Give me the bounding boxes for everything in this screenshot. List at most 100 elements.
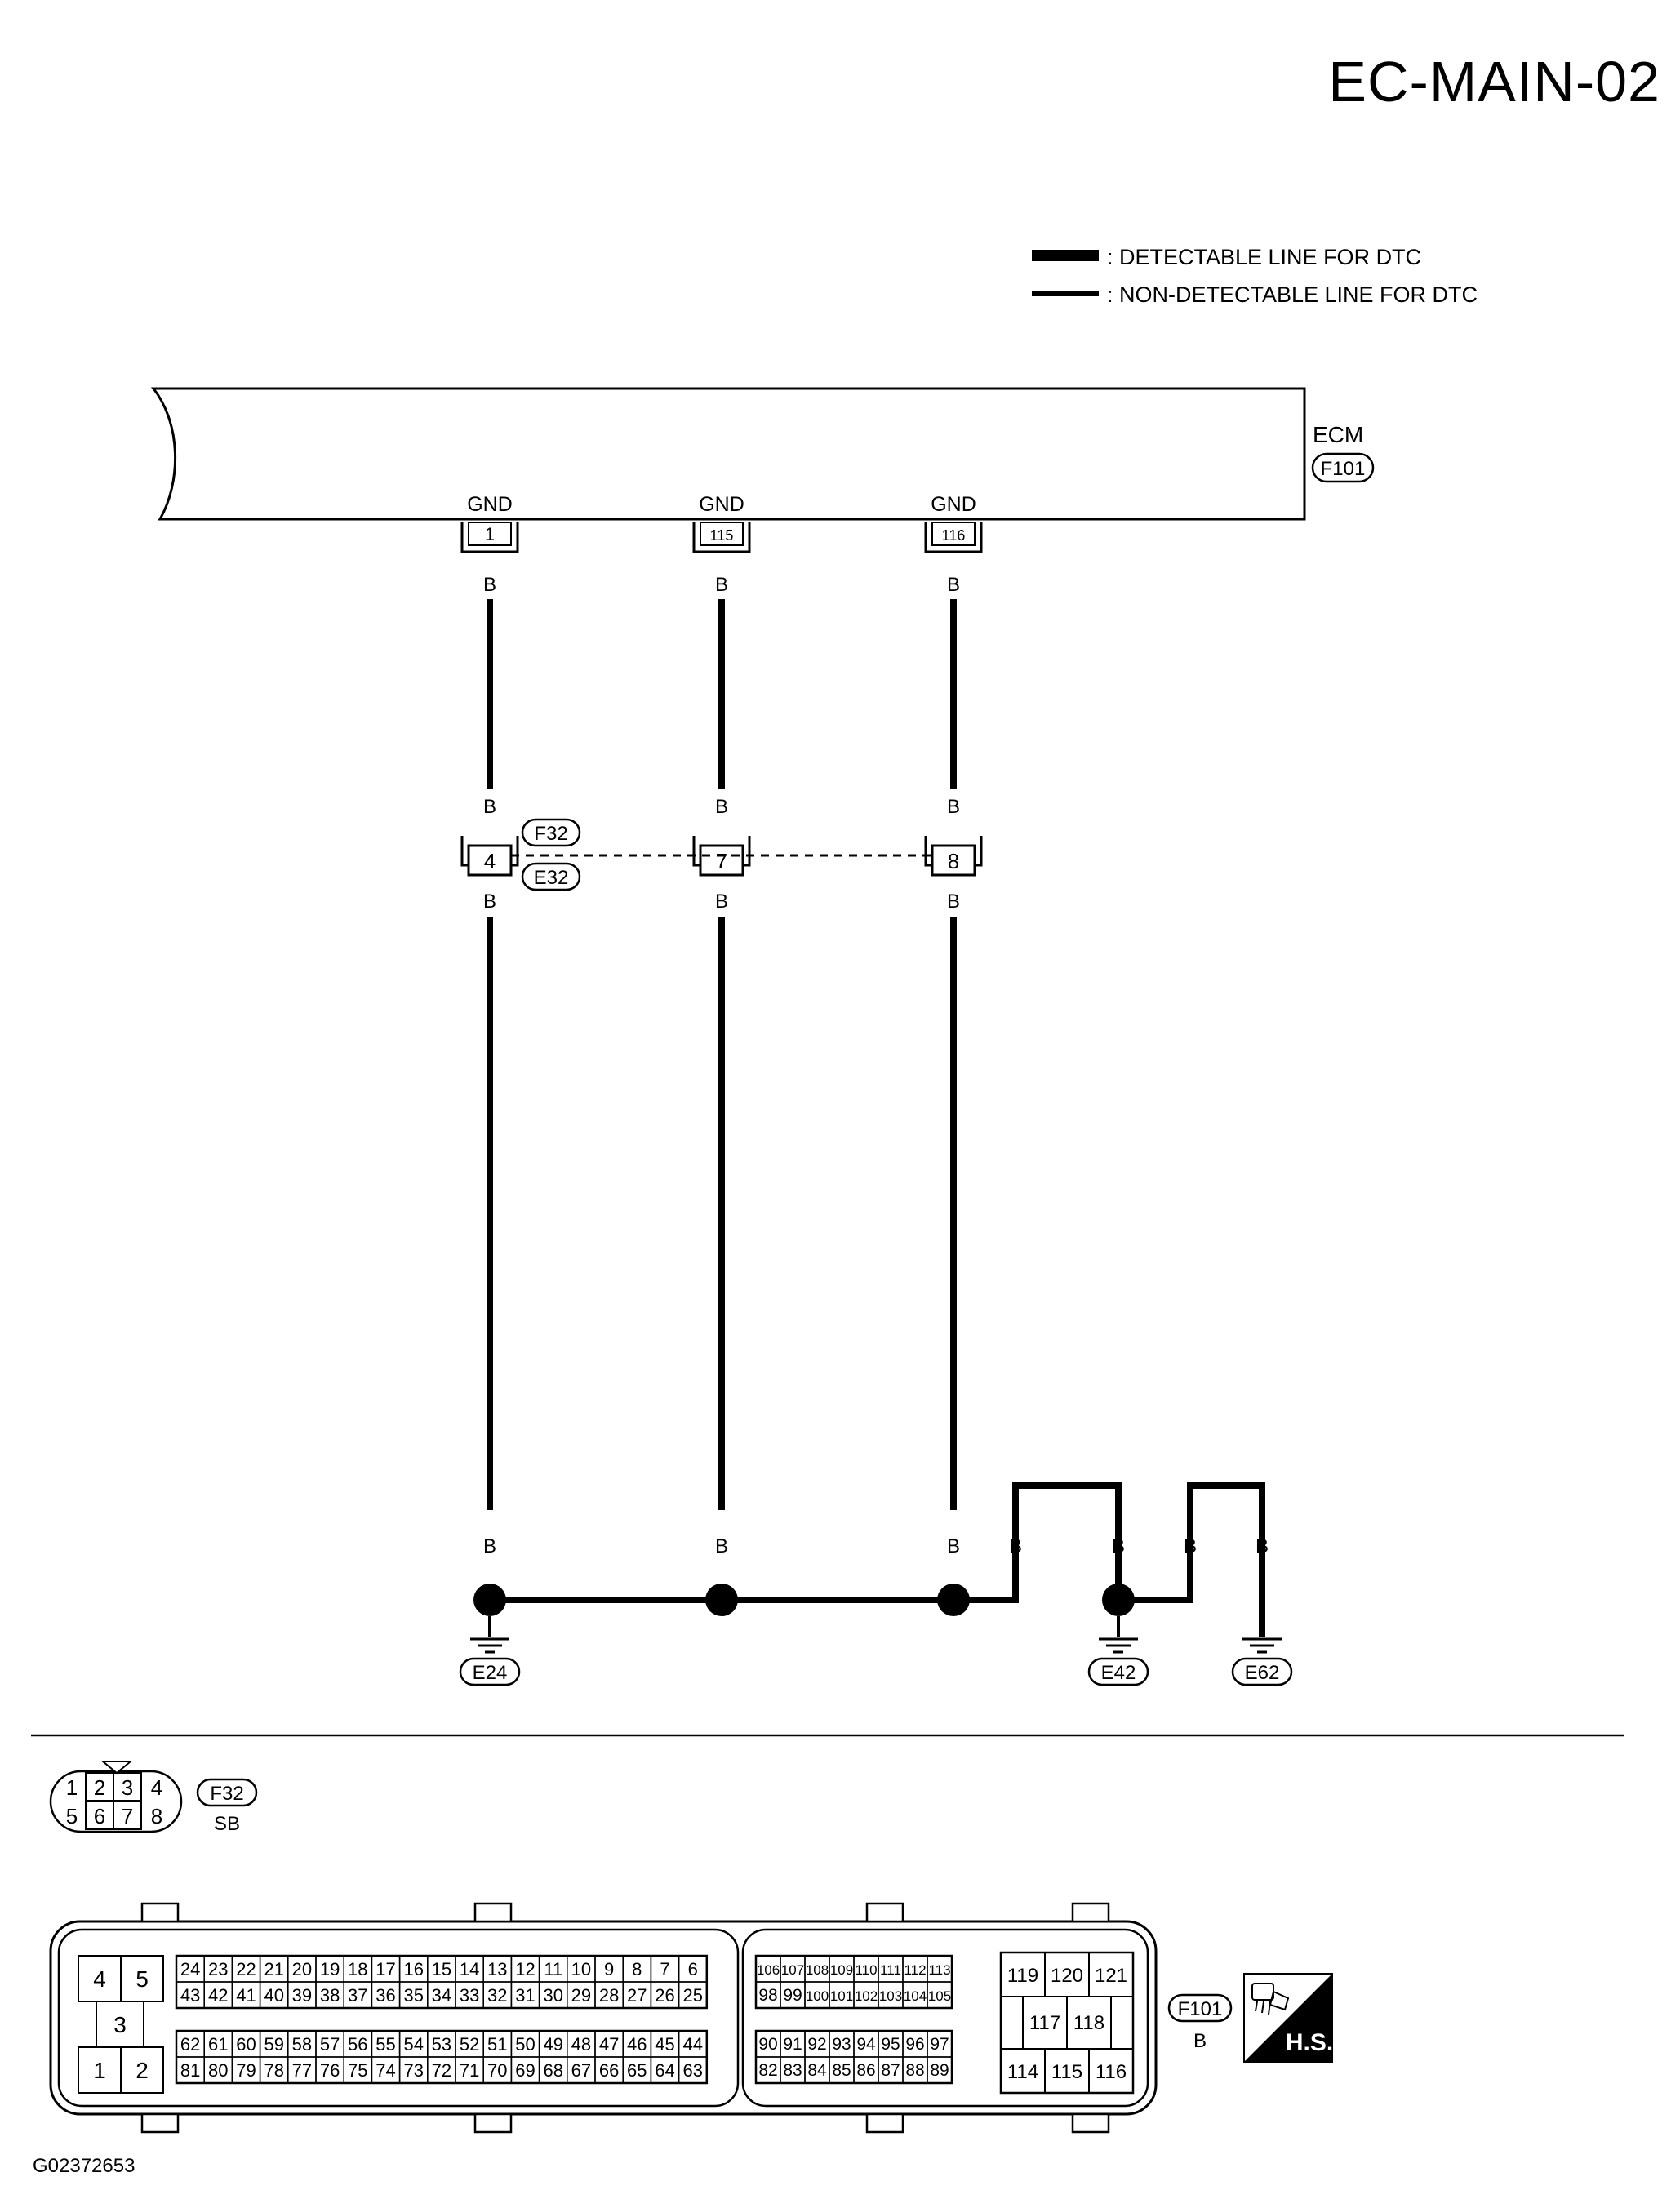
f101-cell [120, 2046, 164, 2094]
wire-color-label: B [483, 1535, 496, 1557]
legend: : DETECTABLE LINE FOR DTC : NON-DETECTAB… [1032, 245, 1478, 307]
f101-cell [927, 1981, 953, 2009]
f101-cell [678, 1981, 708, 2009]
ecm-terminal-pin [700, 522, 744, 546]
f32-pin: 6 [94, 1804, 105, 1828]
f101-pin: 101 [830, 1988, 853, 2004]
f101-pin: 31 [515, 1985, 535, 2006]
f101-pin: 60 [236, 2034, 256, 2055]
f101-tag-id: F101 [1178, 1998, 1223, 2020]
f101-tab [140, 2112, 180, 2134]
connector-hand-icon [1251, 1983, 1290, 2015]
page-title: EC-MAIN-02 [1328, 50, 1660, 113]
wire-color-label: B [947, 796, 960, 818]
f101-pin: 10 [571, 1959, 591, 1979]
f101-pin: 84 [807, 2061, 827, 2080]
f101-pin: 121 [1095, 1965, 1127, 1987]
f101-pin: 72 [432, 2060, 451, 2081]
joint-pin [931, 844, 976, 877]
ecm-box: ECM F101 [150, 387, 1375, 521]
ecm-label: ECM [1313, 422, 1363, 447]
f101-pin: 106 [757, 1962, 780, 1978]
splice-point [705, 1584, 738, 1616]
f101-pin: 96 [905, 2035, 924, 2054]
joint-pin-number: 8 [948, 849, 959, 873]
f101-pin: 38 [320, 1985, 340, 2006]
ecm-connector-tag [1311, 452, 1375, 483]
f101-pin: 47 [599, 2034, 619, 2055]
ecm-terminal-number: 1 [485, 524, 495, 544]
f101-pin: 36 [376, 1985, 395, 2006]
f101-pin: 115 [1051, 2061, 1082, 2083]
f101-pin: 45 [655, 2034, 674, 2055]
f101-pin: 111 [880, 1962, 901, 1978]
f101-pin: 112 [904, 1962, 926, 1978]
legend-thin-line [1032, 291, 1099, 296]
f101-pin: 65 [627, 2060, 647, 2081]
f101-pin: 102 [855, 1988, 878, 2004]
f32-pin: 7 [122, 1804, 133, 1828]
diagram-code: G02372653 [33, 2155, 136, 2177]
f101-pin: 13 [487, 1959, 507, 1979]
f101-pin: 116 [1096, 2061, 1127, 2083]
f101-pin: 41 [236, 1985, 256, 2006]
f32-tag-id: F32 [210, 1783, 243, 1805]
ecm-terminal-bracket [460, 522, 519, 553]
f101-pin: 52 [460, 2034, 479, 2055]
f101-tab [140, 1902, 180, 1923]
joint-pin [467, 844, 513, 877]
f101-pin: 30 [543, 1985, 562, 2006]
wire-color-label: B [1184, 1535, 1197, 1557]
wire-color-label: B [483, 574, 496, 596]
wire-color-label: B [1256, 1535, 1269, 1557]
splice-point [473, 1584, 506, 1616]
f101-pin: 86 [856, 2061, 875, 2080]
f32-pin: 5 [66, 1804, 78, 1828]
f101-inner-right [741, 1928, 1149, 2108]
wire-color-label: B [947, 574, 960, 596]
ecm-terminal-number: 115 [710, 527, 734, 544]
f101-pin: 17 [376, 1959, 395, 1979]
f101-pin: 77 [292, 2060, 312, 2081]
f101-pin: 11 [544, 1959, 562, 1979]
harness-side-badge: H.S. [1243, 1973, 1333, 2063]
wire-color-label: B [715, 574, 728, 596]
joint-tag-bottom [521, 862, 581, 891]
f101-pin: 57 [320, 2034, 340, 2055]
f101-pin: 3 [113, 2012, 127, 2037]
f101-pin: 114 [1007, 2061, 1038, 2083]
f101-pin: 2 [136, 2058, 149, 2083]
f101-pin: 88 [905, 2061, 924, 2080]
f101-pin: 67 [571, 2060, 591, 2081]
joint-tag-top [521, 818, 581, 847]
f101-pin: 62 [180, 2034, 200, 2055]
f101-pin: 94 [856, 2035, 876, 2054]
f101-pin: 64 [655, 2060, 674, 2081]
f32-pin: 8 [151, 1804, 162, 1828]
f101-pin: 25 [682, 1985, 702, 2006]
f101-outer [49, 1920, 1158, 2116]
f101-pin: 34 [432, 1985, 451, 2006]
f101-pin: 70 [487, 2060, 507, 2081]
f101-pin: 55 [376, 2034, 395, 2055]
f32-tag [196, 1778, 258, 1807]
ecm-connector-id: F101 [1321, 458, 1366, 480]
wire-loop [953, 1482, 1122, 1603]
f101-pin: 22 [236, 1959, 256, 1979]
f101-pin: 48 [571, 2034, 591, 2055]
ecm-terminal-label: GND [699, 493, 744, 516]
ecm-terminal-pin [931, 522, 976, 546]
wire-group [473, 599, 1265, 1637]
f101-pin: 15 [432, 1959, 451, 1979]
f32-latch [100, 1761, 133, 1775]
f101-pin: 7 [660, 1959, 669, 1979]
f101-tab [1071, 2112, 1110, 2134]
f101-pin: 37 [348, 1985, 367, 2006]
f101-tab [865, 1902, 904, 1923]
f101-tab [865, 2112, 904, 2134]
f101-pin: 35 [403, 1985, 423, 2006]
f101-pin: 99 [783, 1986, 802, 2005]
f101-pin: 23 [208, 1959, 228, 1979]
f32-pin: 2 [94, 1775, 105, 1800]
